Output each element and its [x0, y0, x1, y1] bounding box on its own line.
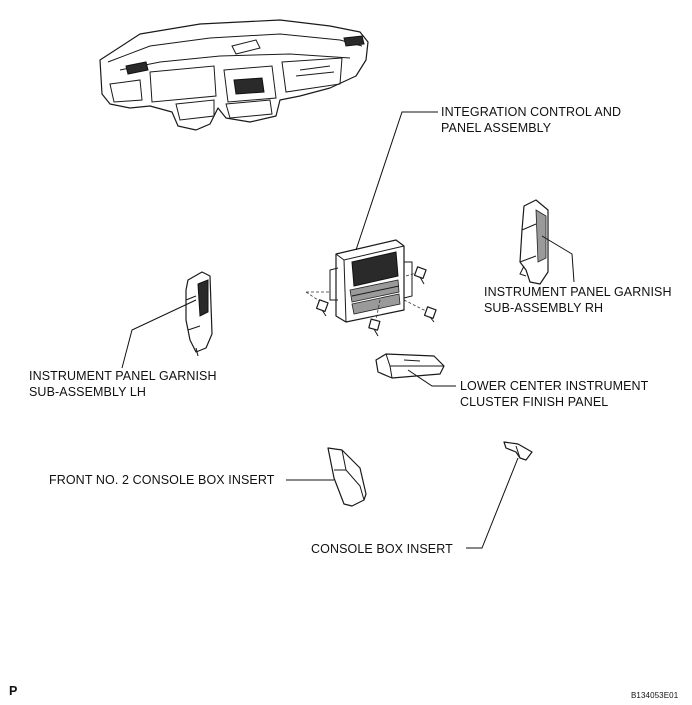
- label-garnish-rh: INSTRUMENT PANEL GARNISH SUB-ASSEMBLY RH: [484, 284, 672, 316]
- leader-console-insert: [466, 457, 519, 549]
- screw-2: [368, 318, 381, 337]
- mounting-screws: [305, 266, 437, 337]
- screw-1: [315, 299, 329, 317]
- instrument-panel-overview: [99, 19, 369, 131]
- label-garnish-lh: INSTRUMENT PANEL GARNISH SUB-ASSEMBLY LH: [29, 368, 217, 400]
- label-line: LOWER CENTER INSTRUMENT: [460, 379, 649, 393]
- label-line: INSTRUMENT PANEL GARNISH: [484, 285, 672, 299]
- label-integration-control: INTEGRATION CONTROL AND PANEL ASSEMBLY: [441, 104, 621, 136]
- label-line: SUB-ASSEMBLY RH: [484, 301, 604, 315]
- figure-code: B134053E01: [631, 691, 679, 700]
- corner-mark: P: [9, 684, 18, 698]
- garnish-rh-part: [519, 199, 549, 285]
- front-console-box-insert-part: [327, 447, 367, 507]
- screw-4: [423, 306, 437, 323]
- garnish-lh-part: [185, 271, 213, 357]
- label-line: INTEGRATION CONTROL AND: [441, 105, 622, 119]
- label-line: SUB-ASSEMBLY LH: [29, 385, 147, 399]
- label-line: CLUSTER FINISH PANEL: [460, 395, 609, 409]
- leader-garnish-rh: [541, 235, 575, 283]
- screw-3: [413, 266, 427, 285]
- console-box-insert-part: [503, 441, 533, 461]
- label-front-console-insert: FRONT NO. 2 CONSOLE BOX INSERT: [49, 473, 275, 487]
- label-line: PANEL ASSEMBLY: [441, 121, 552, 135]
- leader-garnish-lh: [121, 299, 197, 369]
- leader-lower-center: [407, 369, 456, 387]
- lower-center-finish-panel: [375, 353, 445, 379]
- leader-integration-control: [355, 111, 438, 251]
- label-line: INSTRUMENT PANEL GARNISH: [29, 369, 217, 383]
- integration-control-panel-assembly: [329, 239, 413, 323]
- label-lower-center: LOWER CENTER INSTRUMENT CLUSTER FINISH P…: [460, 378, 648, 410]
- label-console-insert: CONSOLE BOX INSERT: [311, 542, 453, 556]
